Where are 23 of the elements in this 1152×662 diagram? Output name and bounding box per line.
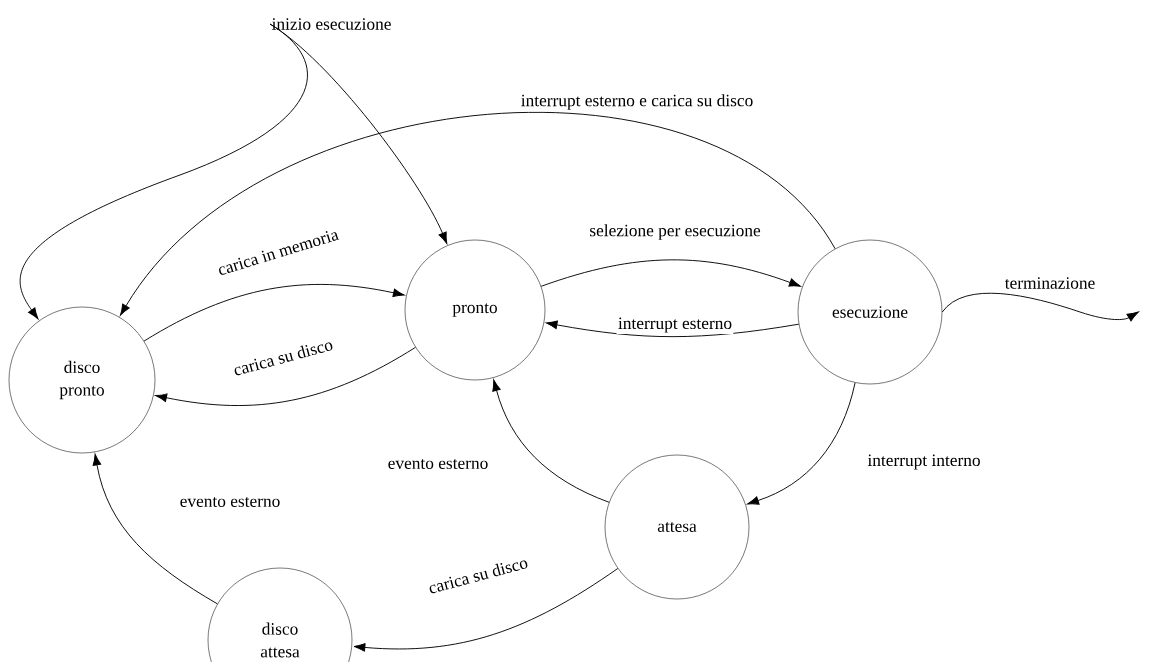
arrow — [540, 259, 801, 287]
edge-label: carica su disco — [230, 336, 336, 378]
edge-label: interrupt esterno e carica su disco — [519, 92, 755, 112]
arrow — [941, 292, 1139, 322]
edge-label: evento esterno — [386, 457, 490, 471]
arrow — [269, 23, 448, 244]
arrow — [353, 568, 619, 652]
edge-label: evento esterno — [178, 495, 282, 509]
arrow — [155, 346, 416, 406]
start-label: inizio esecuzione — [271, 18, 391, 30]
arrow — [143, 284, 405, 342]
arrow — [92, 453, 218, 605]
edge-label: interrupt interno — [866, 453, 982, 471]
arrow — [545, 320, 800, 338]
edge-label: terminazione — [1003, 275, 1097, 291]
arrow — [119, 112, 836, 316]
edge-label: interrupt esterno — [616, 316, 734, 334]
edge-label: carica in memoria — [214, 226, 342, 278]
arrow — [492, 379, 610, 503]
edge-label: carica su disco — [425, 554, 531, 596]
arrow — [19, 23, 308, 320]
arrow — [747, 382, 856, 505]
edge-label: selezione per esecuzione — [588, 222, 762, 242]
